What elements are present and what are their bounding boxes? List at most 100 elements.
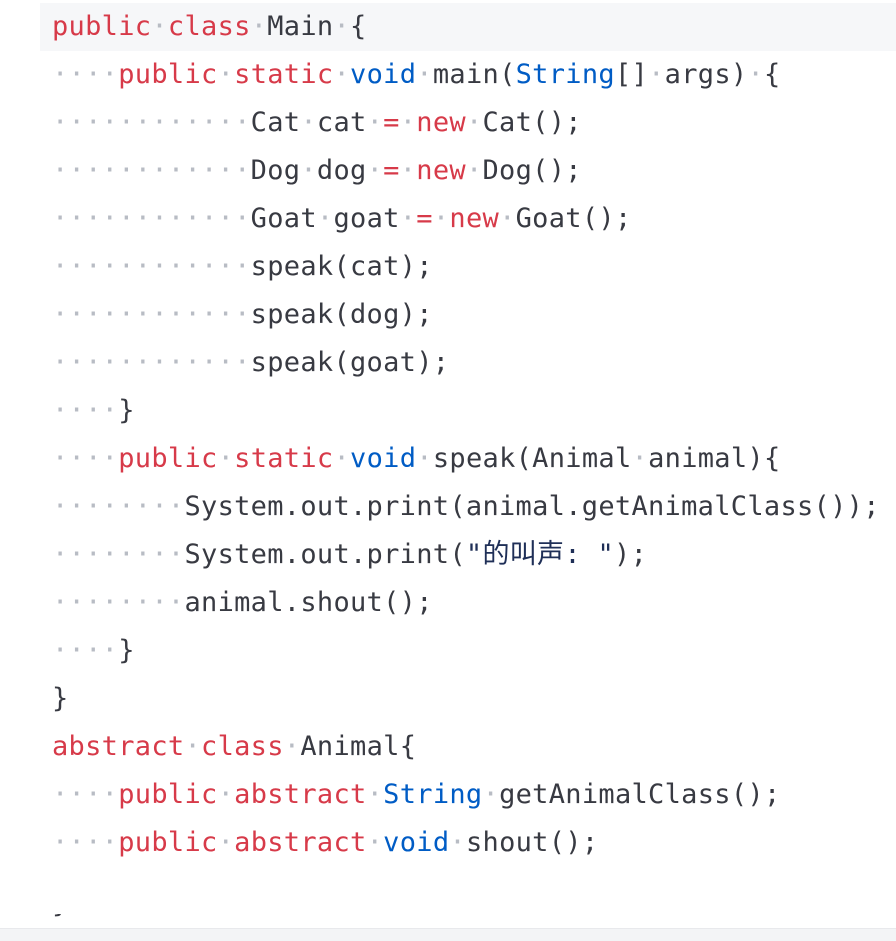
code-token: void xyxy=(350,59,417,90)
code-token: "的叫声: " xyxy=(465,539,615,570)
code-token: speak(cat); xyxy=(250,251,433,282)
whitespace-marker: · xyxy=(432,203,450,234)
code-token: abstract xyxy=(234,779,367,810)
whitespace-marker: · xyxy=(333,443,351,474)
code-token: getAnimalClass(); xyxy=(499,779,781,810)
whitespace-marker: ············ xyxy=(52,203,251,234)
whitespace-marker: · xyxy=(399,107,417,138)
code-token: Dog(); xyxy=(482,155,582,186)
code-token: System.out.print(animal.getAnimalClass()… xyxy=(184,491,880,522)
whitespace-marker: · xyxy=(416,443,433,474)
code-line[interactable]: ············speak(goat); xyxy=(52,339,880,387)
code-token: } xyxy=(118,395,135,426)
code-line[interactable]: ····public·static·void·main(String[]·arg… xyxy=(52,51,880,99)
whitespace-marker: ············ xyxy=(52,155,251,186)
whitespace-marker: ···· xyxy=(52,395,119,426)
code-token: class xyxy=(167,11,251,42)
current-line-highlight xyxy=(40,3,896,51)
whitespace-marker: · xyxy=(465,107,483,138)
code-token: main( xyxy=(432,59,516,90)
code-token: String xyxy=(515,59,615,90)
code-token: class xyxy=(201,731,284,762)
whitespace-marker: ···· xyxy=(52,635,119,666)
code-token: public xyxy=(118,779,218,810)
code-token: Animal{ xyxy=(300,731,417,762)
code-line[interactable]: abstract·class·Animal{ xyxy=(52,723,880,771)
code-token: public xyxy=(118,827,218,858)
whitespace-marker: · xyxy=(366,155,384,186)
whitespace-marker: · xyxy=(465,155,483,186)
code-line[interactable]: ····public·static·void·speak(Animal·anim… xyxy=(52,435,880,483)
code-token: speak(dog); xyxy=(250,299,433,330)
whitespace-marker: ········ xyxy=(52,587,185,618)
code-block[interactable]: public·class·Main·{····public·static·voi… xyxy=(52,3,880,915)
code-token: System.out.print( xyxy=(184,539,466,570)
code-line[interactable]: ····public·abstract·String·getAnimalClas… xyxy=(52,771,880,819)
code-line[interactable]: ········System.out.print(animal.getAnima… xyxy=(52,483,880,531)
whitespace-marker: · xyxy=(316,203,334,234)
whitespace-marker: ············ xyxy=(52,251,251,282)
code-line[interactable]: ········animal.shout(); xyxy=(52,579,880,627)
whitespace-marker: ············ xyxy=(52,299,251,330)
whitespace-marker: · xyxy=(366,107,384,138)
code-token: Goat(); xyxy=(515,203,632,234)
whitespace-marker: ···· xyxy=(52,827,119,858)
code-token: public xyxy=(52,11,152,42)
code-line[interactable]: ············Dog·dog·=·new·Dog(); xyxy=(52,147,880,195)
whitespace-marker: · xyxy=(217,827,235,858)
whitespace-marker: · xyxy=(366,827,384,858)
whitespace-marker: · xyxy=(333,11,351,42)
whitespace-marker: · xyxy=(333,59,351,90)
code-token: abstract xyxy=(52,731,185,762)
code-token: goat xyxy=(333,203,400,234)
whitespace-marker: ········ xyxy=(52,491,185,522)
code-token: void xyxy=(350,443,417,474)
whitespace-marker: · xyxy=(217,443,235,474)
code-line[interactable]: ····public·abstract·void·shout(); xyxy=(52,819,880,867)
code-token: speak(goat); xyxy=(250,347,450,378)
code-line[interactable]: ············speak(dog); xyxy=(52,291,880,339)
horizontal-scrollbar[interactable] xyxy=(0,928,896,941)
code-line[interactable]: ········System.out.print("的叫声: "); xyxy=(52,531,880,579)
closing-brace: } xyxy=(52,914,68,919)
whitespace-marker: ···· xyxy=(52,443,119,474)
whitespace-marker: ············ xyxy=(52,107,251,138)
whitespace-marker: · xyxy=(366,779,384,810)
code-token: Dog xyxy=(250,155,301,186)
code-line[interactable]: ············Goat·goat·=·new·Goat(); xyxy=(52,195,880,243)
code-token: animal.shout(); xyxy=(184,587,433,618)
code-token: ); xyxy=(614,539,648,570)
code-token: { xyxy=(764,59,781,90)
code-token: abstract xyxy=(234,827,367,858)
whitespace-marker: · xyxy=(648,59,665,90)
whitespace-marker: · xyxy=(300,155,317,186)
code-token: = xyxy=(416,203,433,234)
code-token: } xyxy=(118,635,135,666)
code-token: Cat(); xyxy=(482,107,582,138)
whitespace-marker: · xyxy=(416,59,433,90)
code-token: dog xyxy=(316,155,367,186)
whitespace-marker: · xyxy=(482,779,500,810)
code-line[interactable]: ····} xyxy=(52,387,880,435)
code-token: Main xyxy=(267,11,334,42)
code-line[interactable]: public·class·Main·{ xyxy=(52,3,880,51)
code-token: new xyxy=(416,107,466,138)
whitespace-marker: · xyxy=(300,107,317,138)
code-line[interactable]: ············speak(cat); xyxy=(52,243,880,291)
code-token: = xyxy=(383,107,400,138)
code-token: new xyxy=(416,155,466,186)
whitespace-marker: · xyxy=(217,59,235,90)
code-token: cat xyxy=(316,107,367,138)
code-line[interactable]: } xyxy=(52,675,880,723)
whitespace-marker: · xyxy=(283,731,301,762)
code-line[interactable]: ····} xyxy=(52,627,880,675)
whitespace-marker: ············ xyxy=(52,347,251,378)
code-token: = xyxy=(383,155,400,186)
code-token: speak(Animal xyxy=(432,443,632,474)
code-line[interactable]: ············Cat·cat·=·new·Cat(); xyxy=(52,99,880,147)
whitespace-marker: · xyxy=(399,203,417,234)
code-line[interactable] xyxy=(52,867,880,915)
whitespace-marker: · xyxy=(399,155,417,186)
partially-visible-line: } xyxy=(52,914,68,928)
